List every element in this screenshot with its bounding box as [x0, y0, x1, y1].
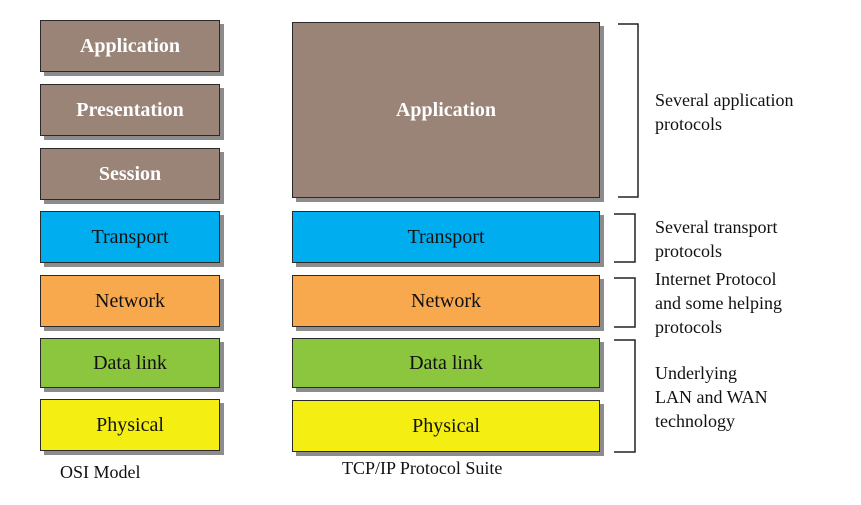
osi-transport-layer: Transport — [40, 211, 220, 263]
lower-layers-description: Underlying LAN and WAN technology — [655, 361, 768, 433]
transport-description-line: protocols — [655, 241, 722, 261]
network-description-line: protocols — [655, 317, 722, 337]
tcpip-datalink-layer: Data link — [292, 338, 600, 388]
application-bracket — [618, 23, 639, 198]
osi-application-layer: Application — [40, 20, 220, 72]
application-description-line: Several application — [655, 90, 794, 110]
lower-layers-description-line: Underlying — [655, 363, 737, 383]
tcpip-network-layer: Network — [292, 275, 600, 327]
lower-layers-bracket — [614, 339, 636, 453]
lower-layers-description-line: technology — [655, 411, 735, 431]
tcpip-suite-caption: TCP/IP Protocol Suite — [342, 458, 503, 478]
osi-datalink-layer: Data link — [40, 338, 220, 388]
tcpip-physical-layer: Physical — [292, 400, 600, 452]
application-description-line: protocols — [655, 114, 722, 134]
tcpip-application-layer: Application — [292, 22, 600, 198]
transport-description-line: Several transport — [655, 217, 778, 237]
network-description-line: Internet Protocol — [655, 269, 777, 289]
osi-model-caption: OSI Model — [60, 462, 141, 482]
application-description: Several application protocols — [655, 88, 793, 136]
network-description-line: and some helping — [655, 293, 782, 313]
osi-network-layer: Network — [40, 275, 220, 327]
osi-presentation-layer: Presentation — [40, 84, 220, 136]
transport-bracket — [614, 213, 636, 263]
transport-description: Several transport protocols — [655, 215, 777, 263]
tcpip-transport-layer: Transport — [292, 211, 600, 263]
osi-physical-layer: Physical — [40, 399, 220, 451]
lower-layers-description-line: LAN and WAN — [655, 387, 768, 407]
network-bracket — [614, 277, 636, 328]
network-description: Internet Protocol and some helping proto… — [655, 267, 782, 339]
osi-session-layer: Session — [40, 148, 220, 200]
